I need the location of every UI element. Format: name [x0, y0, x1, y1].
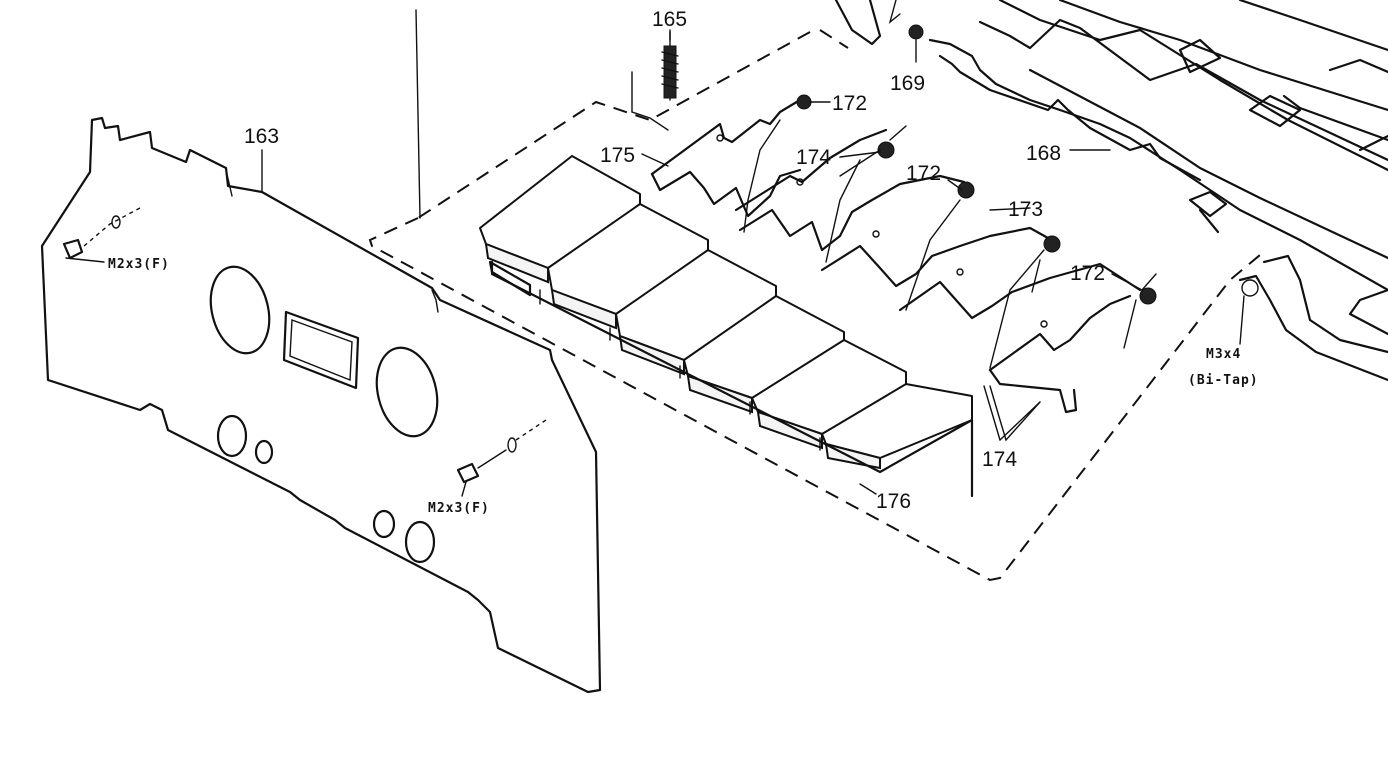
panel-round-hole-right [375, 346, 439, 438]
label-172-right: 172 [1070, 262, 1105, 285]
panel-rect-window [282, 310, 360, 390]
key-2 [547, 203, 709, 330]
label-screw-right: M3x4 [1206, 347, 1241, 362]
panel-small-hole-4 [404, 520, 436, 564]
label-screw-left: M2x3(F) [108, 257, 170, 272]
panel-small-hole-2 [254, 439, 274, 465]
panel-small-hole-3 [372, 509, 396, 539]
leader-lines [261, 29, 1143, 495]
front-panel-163 [40, 116, 602, 694]
key-base-176 [490, 260, 974, 498]
label-screw-center: M2x3(F) [428, 501, 490, 516]
label-165: 165 [652, 8, 687, 31]
screw-center [456, 419, 547, 497]
label-174-bottom: 174 [982, 448, 1017, 471]
assembly-outline [368, 29, 1261, 582]
label-168: 168 [1026, 142, 1061, 165]
lever-frame [650, 98, 1142, 442]
label-163: 163 [244, 125, 279, 148]
reference-lines [415, 9, 669, 219]
label-176: 176 [876, 490, 911, 513]
spring-165 [661, 31, 679, 101]
callout-labels: 163 165 168 169 172 172 172 173 174 174 … [108, 8, 1259, 516]
label-173: 173 [1008, 198, 1043, 221]
right-bracket [1238, 254, 1388, 382]
key-1 [479, 155, 641, 284]
label-169: 169 [890, 72, 925, 95]
label-174-top: 174 [796, 146, 831, 169]
label-172-top: 172 [832, 92, 867, 115]
screw-left [62, 207, 141, 263]
key-assembly-175 [479, 155, 974, 498]
panel-round-hole-left [209, 265, 271, 355]
label-172-middle: 172 [906, 162, 941, 185]
upper-mechanism [834, 0, 1388, 292]
panel-small-hole-1 [216, 414, 248, 458]
springs-172 [796, 94, 1157, 305]
label-175: 175 [600, 144, 635, 167]
label-screw-right-note: (Bi-Tap) [1188, 373, 1259, 388]
